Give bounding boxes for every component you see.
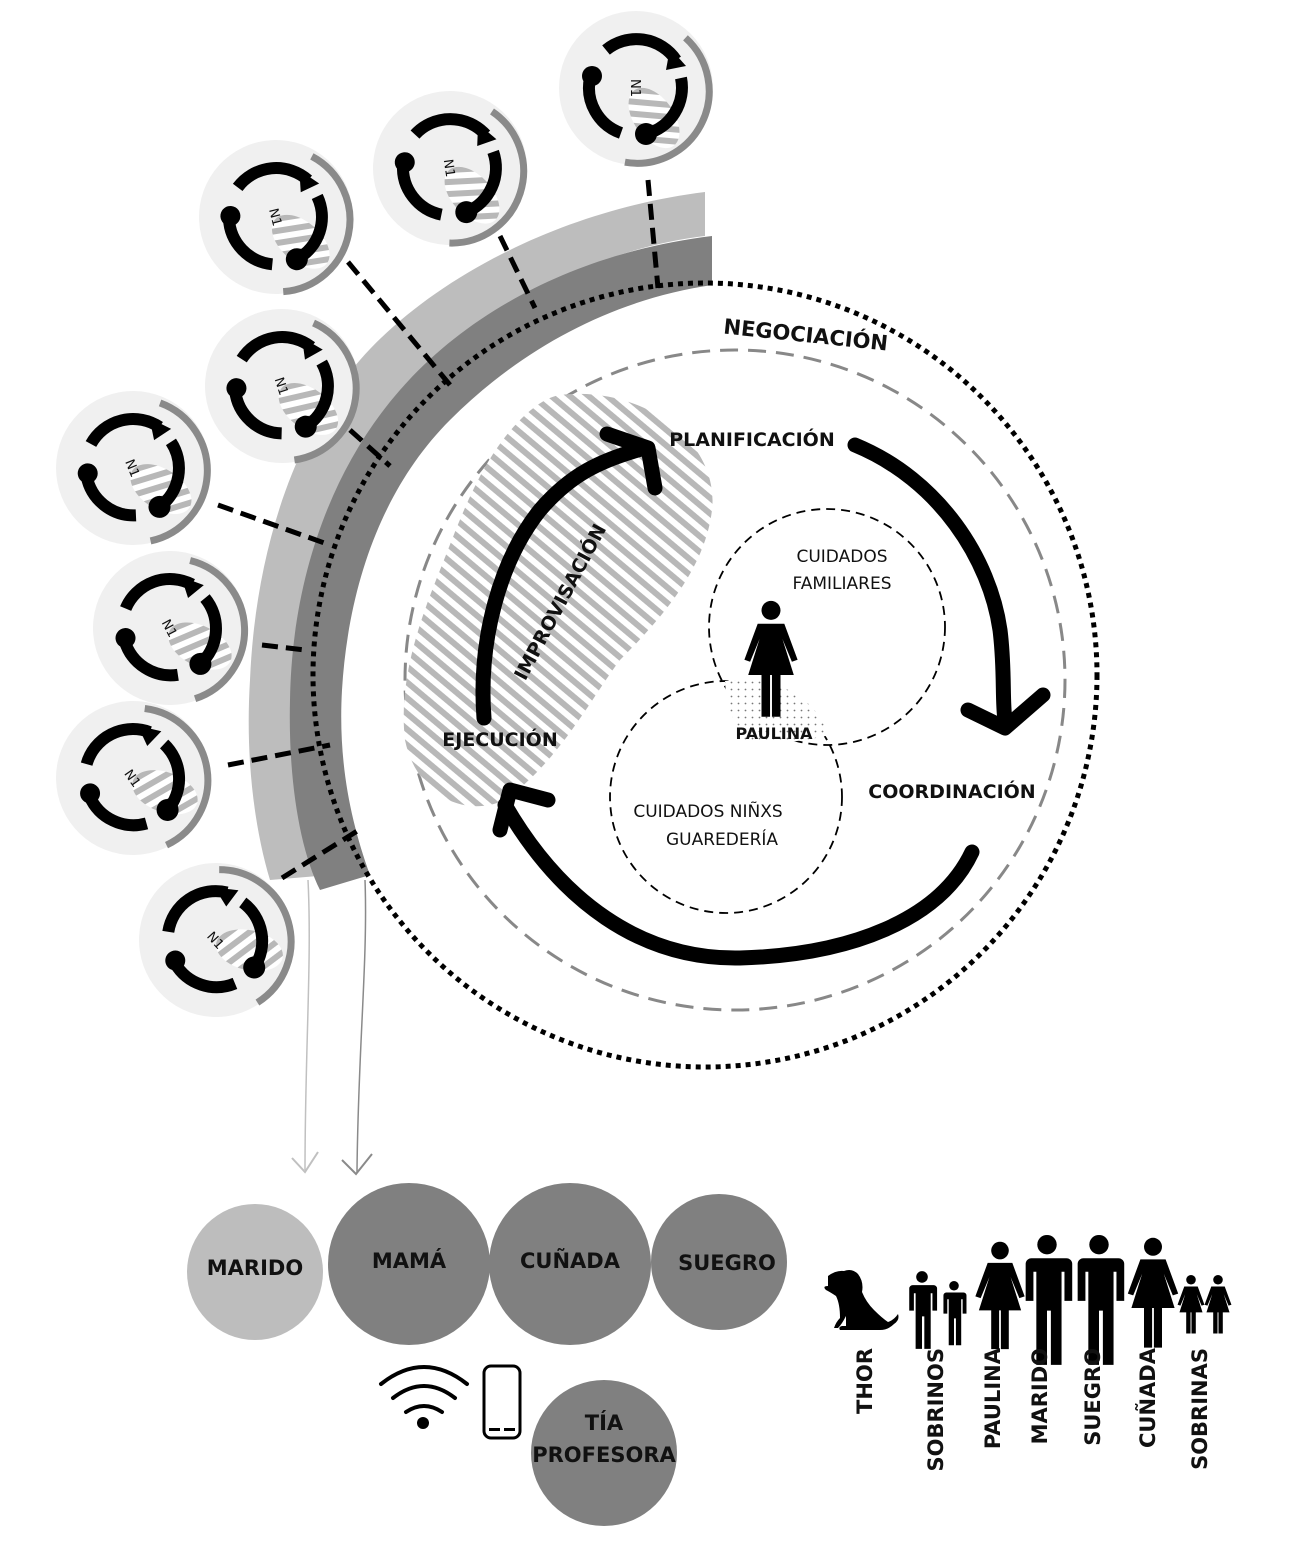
coordination-label: COORDINACIÓN bbox=[868, 779, 1035, 803]
planning-label: PLANIFICACIÓN bbox=[669, 427, 834, 451]
household-labels: THOR SOBRINOS PAULINA MARIDO SUEGRO CUÑADA SOB… bbox=[853, 1347, 1212, 1471]
circle-family-care bbox=[708, 508, 946, 746]
household-member-label: CUÑADA bbox=[1135, 1347, 1160, 1448]
negotiation-label: NEGOCIACIÓN bbox=[722, 313, 889, 355]
satellite-n1: N1 bbox=[363, 80, 544, 264]
family-care-label-1: CUIDADOS bbox=[796, 547, 887, 567]
light-band bbox=[248, 192, 706, 880]
satellite-n1: N1 bbox=[26, 667, 251, 893]
wifi-icon bbox=[379, 1365, 469, 1429]
satellite-n1: N1 bbox=[33, 366, 242, 578]
satellite-n1: N1 bbox=[559, 11, 719, 175]
household bbox=[824, 1234, 1232, 1365]
household-member-label: PAULINA bbox=[981, 1347, 1005, 1449]
boy-icon-1 bbox=[909, 1271, 938, 1349]
arrow-planning-to-coordination bbox=[847, 437, 1013, 728]
household-member-label: SUEGRO bbox=[1081, 1348, 1105, 1446]
paulina-icon bbox=[975, 1241, 1025, 1350]
arrowhead-coordination bbox=[960, 687, 1051, 736]
node-suegro bbox=[651, 1194, 787, 1330]
arrowhead-family bbox=[341, 1153, 373, 1176]
satellite-label: N1 bbox=[440, 158, 457, 178]
household-member-label: THOR bbox=[853, 1348, 877, 1414]
girl-icon-1 bbox=[1177, 1274, 1205, 1334]
link-arrow-family bbox=[356, 879, 367, 1173]
node-mama bbox=[328, 1183, 490, 1345]
satellite-label: N1 bbox=[271, 376, 291, 398]
support-network: MARIDO MAMÁ CUÑADA SUEGRO TÍA PROFESORA bbox=[187, 1183, 787, 1526]
node-tia-profesora bbox=[531, 1380, 677, 1526]
satellite-connectors bbox=[217, 179, 661, 881]
dog-icon bbox=[824, 1270, 899, 1330]
node-tia-label-2: PROFESORA bbox=[532, 1443, 676, 1467]
node-cunada bbox=[489, 1183, 651, 1345]
node-suegro-label: SUEGRO bbox=[678, 1251, 776, 1275]
boy-icon-2 bbox=[943, 1280, 967, 1346]
satellite-label: N1 bbox=[627, 79, 642, 97]
negotiation-ring bbox=[310, 280, 1100, 1070]
household-member-label: MARIDO bbox=[1028, 1348, 1052, 1444]
childcare-label-2: GUAREDERÍA bbox=[666, 828, 778, 850]
satellite-label: N1 bbox=[265, 207, 284, 228]
smartphone-icon bbox=[482, 1364, 522, 1440]
household-member-label: SOBRINAS bbox=[1188, 1348, 1212, 1470]
cycle-ring bbox=[403, 348, 1067, 1012]
cunada-icon bbox=[1127, 1237, 1179, 1348]
girl-icon-2 bbox=[1204, 1274, 1232, 1334]
arrowhead-planning bbox=[599, 426, 663, 496]
arrow-execution-to-planning bbox=[475, 440, 653, 726]
node-marido bbox=[187, 1204, 323, 1340]
satellite-n1: N1 bbox=[183, 122, 378, 319]
node-mama-label: MAMÁ bbox=[372, 1248, 447, 1273]
satellite-n1: N1 bbox=[66, 521, 284, 740]
satellite-label: N1 bbox=[158, 617, 180, 640]
family-care-label-2: FAMILIARES bbox=[793, 574, 892, 594]
satellite-n1: N1 bbox=[107, 827, 335, 1055]
node-cunada-label: CUÑADA bbox=[520, 1248, 621, 1273]
marido-icon bbox=[1025, 1234, 1073, 1365]
arrow-coordination-to-execution bbox=[497, 797, 980, 966]
arrowhead-execution bbox=[492, 782, 556, 838]
paulina-label: PAULINA bbox=[735, 724, 813, 743]
node-tia-label-1: TÍA bbox=[585, 1410, 624, 1435]
suegro-icon bbox=[1077, 1234, 1125, 1365]
childcare-label-1: CUIDADOS NIÑXS bbox=[633, 800, 782, 822]
execution-label: EJECUCIÓN bbox=[442, 727, 557, 751]
household-member-label: SOBRINOS bbox=[924, 1348, 948, 1472]
node-marido-label: MARIDO bbox=[207, 1256, 303, 1280]
arrowhead-marido bbox=[291, 1151, 319, 1174]
dark-band bbox=[289, 236, 712, 890]
link-arrow-marido bbox=[304, 879, 310, 1171]
satellite-label: N1 bbox=[121, 457, 142, 479]
satellite-n1: N1 bbox=[185, 287, 387, 492]
